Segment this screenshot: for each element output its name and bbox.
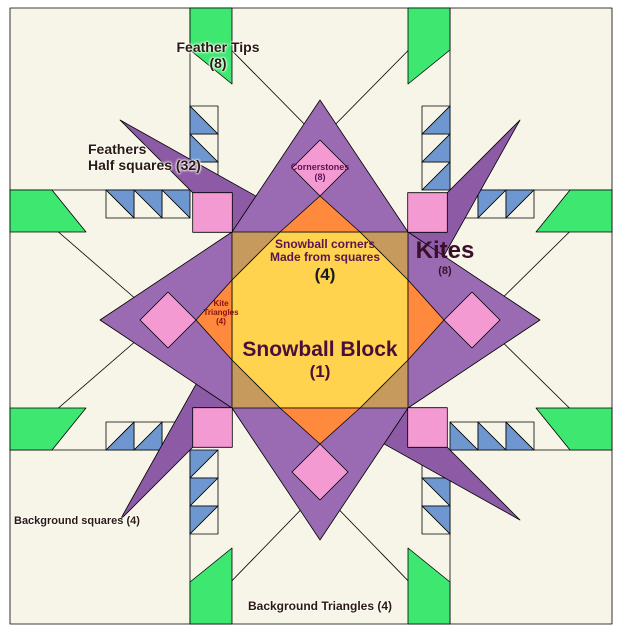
cornerstone — [407, 407, 448, 448]
feather-background-triangle — [421, 105, 451, 135]
snowball-corner — [195, 279, 233, 361]
feather-background-triangle — [505, 189, 535, 219]
half-squares-count: Half squares (32) — [88, 156, 201, 173]
snowball-block-count: (1) — [309, 361, 331, 381]
snowball-corners-count: (4) — [314, 264, 336, 284]
background-squares-title: Background squares (4) — [14, 515, 140, 527]
feather-tip — [189, 547, 233, 625]
background-triangles-label: Background Triangles (4) — [220, 599, 420, 613]
background-triangle — [479, 189, 613, 451]
feather-tip — [9, 189, 87, 233]
kite-triangles-label: Kite Triangles (4) — [196, 299, 246, 327]
feather-tip — [535, 407, 613, 451]
snowball-block — [195, 195, 445, 445]
feather-tips — [9, 7, 613, 625]
feather-tips-label: Feather Tips (8) — [158, 39, 278, 71]
feather-background-triangle — [421, 505, 451, 535]
background-squares — [9, 7, 613, 625]
background-triangles-title: Background Triangles (4) — [247, 599, 393, 613]
feather-tips-title: Feather Tips — [176, 39, 260, 55]
feather-tips-count: (8) — [209, 54, 227, 71]
kite-triangles-count: (4) — [216, 316, 226, 326]
feathers-label: Feathers Half squares (32) — [88, 141, 238, 173]
background-triangle — [189, 489, 451, 625]
feather-tip — [189, 7, 233, 85]
snowball-corners-label: Snowball corners Made from squares (4) — [235, 237, 415, 284]
feather-background-triangle — [505, 421, 535, 451]
cornerstones-title: Cornerstones — [290, 162, 350, 172]
kite-triangles-title-1: Kite — [213, 299, 229, 308]
feather-background-triangle — [105, 189, 135, 219]
feather-background-triangle — [189, 105, 219, 135]
feathers-title: Feathers — [88, 141, 147, 157]
cornerstone — [192, 192, 233, 233]
feather-background-triangle — [105, 421, 135, 451]
made-from-squares: Made from squares — [269, 250, 381, 265]
feather-tip — [9, 407, 87, 451]
cornerstone — [192, 407, 233, 448]
kites-count: (8) — [438, 264, 452, 277]
feather-tip — [535, 189, 613, 233]
cornerstones — [139, 139, 501, 501]
background-triangle — [189, 7, 451, 141]
feather-background-triangle — [189, 505, 219, 535]
cornerstones-count: (8) — [314, 172, 326, 183]
kites-label: Kites (8) — [410, 237, 480, 277]
cornerstones-label: Cornerstones (8) — [272, 162, 368, 182]
snowball-corner — [279, 195, 361, 233]
snowball-corners-title: Snowball corners — [274, 237, 376, 251]
feather-tip — [407, 7, 451, 85]
background-triangle — [9, 189, 161, 451]
background-squares-label: Background squares (4) — [14, 515, 194, 527]
background-square — [449, 7, 613, 191]
cornerstone — [407, 192, 448, 233]
kite-triangles-title-2: Triangles — [203, 307, 239, 317]
kites-title: Kites — [415, 237, 475, 264]
background-triangles — [9, 7, 613, 625]
snowball-block-label: Snowball Block (1) — [225, 338, 415, 381]
snowball-corner — [279, 407, 361, 445]
feather-tip — [407, 547, 451, 625]
snowball-corner — [407, 279, 445, 361]
snowball-block-title: Snowball Block — [242, 338, 398, 361]
